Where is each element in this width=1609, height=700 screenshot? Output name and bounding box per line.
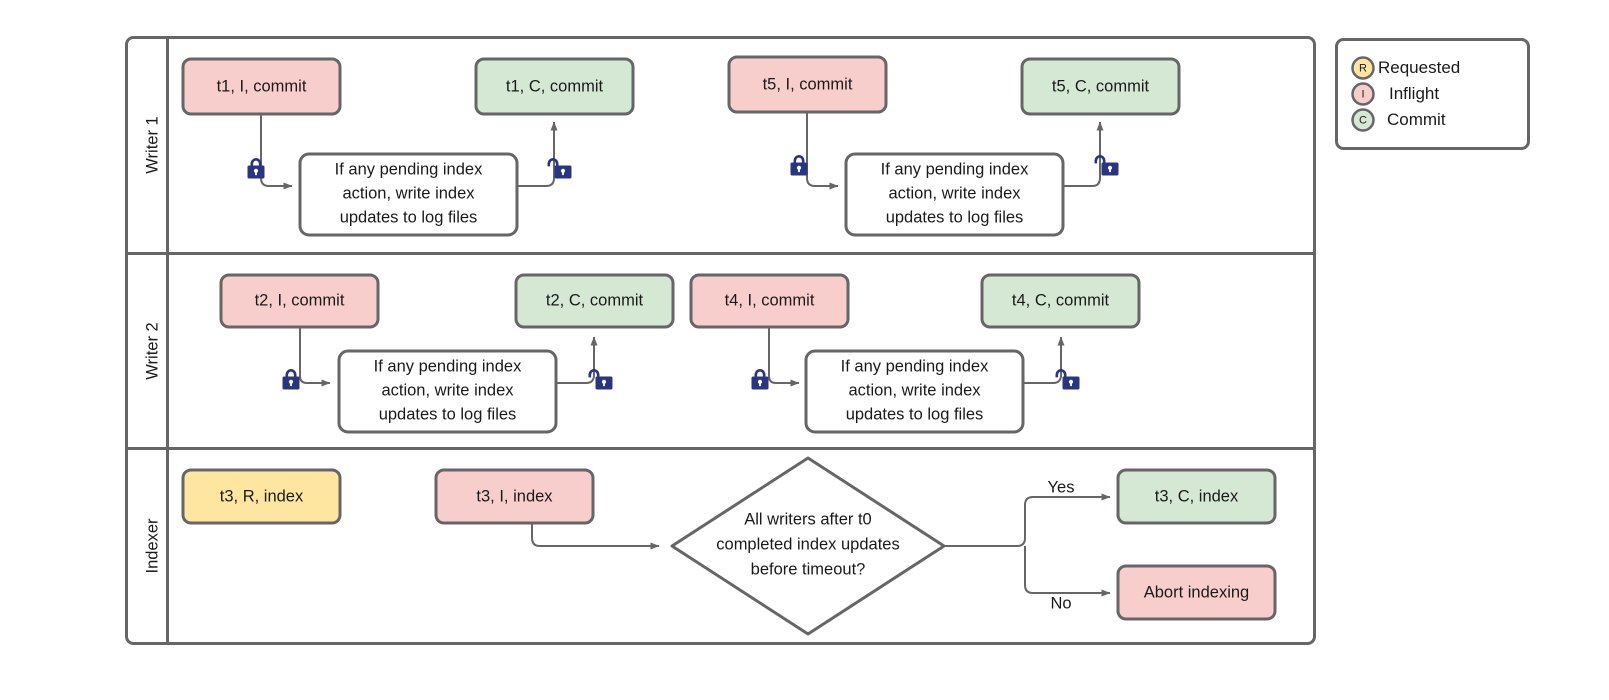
edge-w2-t2-inflight-to-process bbox=[299, 327, 331, 387]
lane-label-writer-1: Writer 1 bbox=[143, 116, 161, 173]
edge-label-no: No bbox=[1050, 594, 1071, 612]
node-w2-process-b[interactable]: If any pending index action, write index… bbox=[804, 349, 1025, 434]
process-line-2: action, write index bbox=[381, 381, 514, 399]
edge-w2-process-to-t4-commit bbox=[1023, 336, 1065, 384]
node-label: Abort indexing bbox=[1144, 583, 1250, 601]
node-w1-t1-commit[interactable]: t1, C, commit bbox=[474, 57, 635, 116]
node-label: t2, I, commit bbox=[255, 291, 345, 309]
edge-decision-no bbox=[1024, 546, 1111, 597]
node-label: t4, I, commit bbox=[725, 291, 815, 309]
lane-header-indexer: Indexer bbox=[143, 518, 161, 574]
node-w1-t5-commit[interactable]: t5, C, commit bbox=[1020, 57, 1181, 116]
node-idx-t3-inflight[interactable]: t3, I, index bbox=[434, 468, 595, 525]
process-line-1: If any pending index bbox=[881, 160, 1029, 178]
lock-open-icon bbox=[1094, 155, 1119, 176]
status-dot-commit bbox=[1351, 108, 1375, 132]
legend: R Requested I Inflight C Commit bbox=[1335, 38, 1530, 150]
node-idx-t3-commit[interactable]: t3, C, index bbox=[1116, 468, 1277, 525]
process-line-1: If any pending index bbox=[335, 160, 483, 178]
process-line-2: action, write index bbox=[848, 381, 981, 399]
node-label: t1, C, commit bbox=[506, 77, 604, 95]
lane-label-writer-2: Writer 2 bbox=[143, 322, 161, 379]
node-w2-t4-commit[interactable]: t4, C, commit bbox=[980, 273, 1141, 329]
legend-glyph-commit: C bbox=[1359, 114, 1367, 126]
node-w1-process-b[interactable]: If any pending index action, write index… bbox=[844, 152, 1065, 237]
process-line-3: updates to log files bbox=[846, 405, 984, 423]
lock-open-icon bbox=[588, 369, 613, 390]
node-w1-t1-inflight[interactable]: t1, I, commit bbox=[181, 57, 342, 116]
edge-w1-process-to-t5-commit bbox=[1063, 121, 1104, 187]
decision-line-3: before timeout? bbox=[751, 560, 866, 578]
node-idx-abort[interactable]: Abort indexing bbox=[1116, 564, 1277, 621]
process-line-2: action, write index bbox=[342, 184, 475, 202]
node-label: t3, C, index bbox=[1155, 487, 1239, 505]
node-idx-t3-requested[interactable]: t3, R, index bbox=[181, 468, 342, 525]
legend-label-requested: Requested bbox=[1378, 58, 1460, 77]
node-w2-t2-inflight[interactable]: t2, I, commit bbox=[219, 273, 380, 329]
edge-w2-t4-inflight-to-process bbox=[768, 327, 800, 387]
lane-header-writer-2: Writer 2 bbox=[143, 322, 161, 379]
edge-decision-yes bbox=[943, 493, 1111, 547]
lock-closed-icon bbox=[790, 155, 808, 176]
lock-closed-icon bbox=[751, 369, 769, 390]
node-label: t3, R, index bbox=[220, 487, 304, 505]
node-w2-t4-inflight[interactable]: t4, I, commit bbox=[689, 273, 850, 329]
lock-open-icon bbox=[1055, 369, 1080, 390]
status-dot-inflight bbox=[1351, 82, 1375, 106]
node-w2-t2-commit[interactable]: t2, C, commit bbox=[514, 273, 675, 329]
lane-label-indexer: Indexer bbox=[143, 518, 161, 574]
process-line-1: If any pending index bbox=[374, 357, 522, 375]
node-w2-process-a[interactable]: If any pending index action, write index… bbox=[337, 349, 558, 434]
lane-header-writer-1: Writer 1 bbox=[143, 116, 161, 173]
edge-idx-inflight-to-decision bbox=[531, 523, 660, 550]
status-dot-requested bbox=[1351, 56, 1375, 80]
edge-w2-process-to-t2-commit bbox=[556, 336, 598, 384]
process-line-3: updates to log files bbox=[379, 405, 517, 423]
node-w1-process-a[interactable]: If any pending index action, write index… bbox=[298, 152, 519, 237]
node-label: t2, C, commit bbox=[546, 291, 644, 309]
process-line-3: updates to log files bbox=[340, 208, 478, 226]
process-line-2: action, write index bbox=[888, 184, 1021, 202]
decision-line-1: All writers after t0 bbox=[744, 510, 871, 528]
legend-item-inflight: I Inflight bbox=[1351, 82, 1439, 106]
legend-label-inflight: Inflight bbox=[1389, 84, 1439, 103]
node-label: t5, C, commit bbox=[1052, 77, 1150, 95]
node-label: t5, I, commit bbox=[763, 75, 853, 93]
decision-line-2: completed index updates bbox=[716, 535, 899, 553]
edge-label-yes: Yes bbox=[1048, 478, 1075, 496]
node-decision-all-writers-completed[interactable]: All writers after t0 completed index upd… bbox=[670, 456, 946, 636]
lock-closed-icon bbox=[282, 369, 300, 390]
node-w1-t5-inflight[interactable]: t5, I, commit bbox=[727, 55, 888, 114]
node-label: t3, I, index bbox=[476, 487, 553, 505]
process-line-3: updates to log files bbox=[886, 208, 1024, 226]
legend-glyph-requested: R bbox=[1359, 62, 1367, 74]
lock-open-icon bbox=[547, 158, 572, 179]
legend-glyph-inflight: I bbox=[1361, 88, 1364, 100]
legend-item-commit: C Commit bbox=[1351, 108, 1446, 132]
node-label: t4, C, commit bbox=[1012, 291, 1110, 309]
edge-w1-t5-inflight-to-process bbox=[806, 112, 839, 190]
process-line-1: If any pending index bbox=[841, 357, 989, 375]
node-label: t1, I, commit bbox=[217, 77, 307, 95]
edge-w1-process-to-t1-commit bbox=[517, 121, 558, 187]
legend-item-requested: R Requested bbox=[1351, 56, 1460, 80]
legend-label-commit: Commit bbox=[1387, 110, 1446, 129]
lock-closed-icon bbox=[247, 158, 265, 179]
